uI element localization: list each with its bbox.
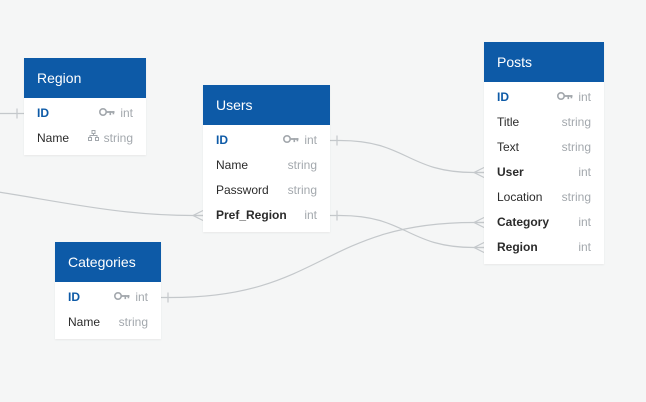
field-name: User [497,165,524,179]
field-name: Title [497,115,520,129]
field-row-categories-name[interactable]: Name string [55,310,161,335]
hierarchy-icon [87,125,99,150]
crowfoot-marker [473,166,485,179]
field-type-label: int [578,90,591,104]
field-type: int [578,210,591,235]
field-type: int [99,101,133,126]
field-row-region-name[interactable]: Name string [24,126,146,151]
field-row-posts-category[interactable]: Category int [484,210,604,235]
field-type-label: int [304,208,317,222]
connector-2 [161,221,484,299]
field-row-posts-text[interactable]: Text string [484,135,604,160]
field-name: Name [216,158,249,172]
connector-4 [0,191,203,217]
field-type: string [562,135,591,160]
crowfoot-marker [192,209,204,222]
field-type: int [578,160,591,185]
field-name: Location [497,190,543,204]
field-type-label: string [287,158,317,172]
field-type: string [87,125,133,151]
field-type: string [119,310,148,335]
field-type-label: int [578,165,591,179]
connector-1 [330,214,484,249]
crowfoot-marker [473,216,485,229]
field-type: int [304,203,317,228]
field-name: ID [216,133,228,147]
field-name: Category [497,215,550,229]
field-type-label: int [578,240,591,254]
field-name: Name [68,315,101,329]
field-type-label: int [578,215,591,229]
field-type: string [562,185,591,210]
field-type: string [562,110,591,135]
field-row-posts-user[interactable]: User int [484,160,604,185]
field-type: int [114,285,148,310]
field-name: Password [216,183,269,197]
region-table-title[interactable]: Region [24,58,146,98]
field-type: int [557,85,591,110]
field-row-posts-title[interactable]: Title string [484,110,604,135]
field-row-users-password[interactable]: Password string [203,178,330,203]
field-type-label: int [304,133,317,147]
field-name: ID [37,106,49,120]
field-row-users-pref_region[interactable]: Pref_Region int [203,203,330,228]
field-type-label: string [287,183,317,197]
field-type: string [288,178,317,203]
field-type-label: string [561,190,591,204]
field-row-region-id[interactable]: ID int [24,101,146,126]
field-type-label: string [118,315,148,329]
field-name: ID [497,90,509,104]
field-type-label: string [561,115,591,129]
field-type-label: string [103,131,133,145]
key-icon [557,84,573,109]
key-icon [99,100,115,125]
connector-0 [330,139,484,174]
categories-table-title[interactable]: Categories [55,242,161,282]
users-table-title[interactable]: Users [203,85,330,125]
field-row-posts-region[interactable]: Region int [484,235,604,260]
field-type-label: string [561,140,591,154]
field-type-label: int [135,290,148,304]
field-row-posts-location[interactable]: Location string [484,185,604,210]
field-name: Pref_Region [216,208,287,222]
field-name: Name [37,131,70,145]
key-icon [283,127,299,152]
posts-table-title[interactable]: Posts [484,42,604,82]
key-icon [114,284,130,309]
field-name: Text [497,140,520,154]
field-name: Region [497,240,538,254]
field-row-users-name[interactable]: Name string [203,153,330,178]
field-row-categories-id[interactable]: ID int [55,285,161,310]
field-type: int [578,235,591,260]
field-row-users-id[interactable]: ID int [203,128,330,153]
field-type-label: int [120,106,133,120]
field-type: int [283,128,317,153]
crowfoot-marker [473,241,485,254]
field-name: ID [68,290,80,304]
field-row-posts-id[interactable]: ID int [484,85,604,110]
field-type: string [288,153,317,178]
